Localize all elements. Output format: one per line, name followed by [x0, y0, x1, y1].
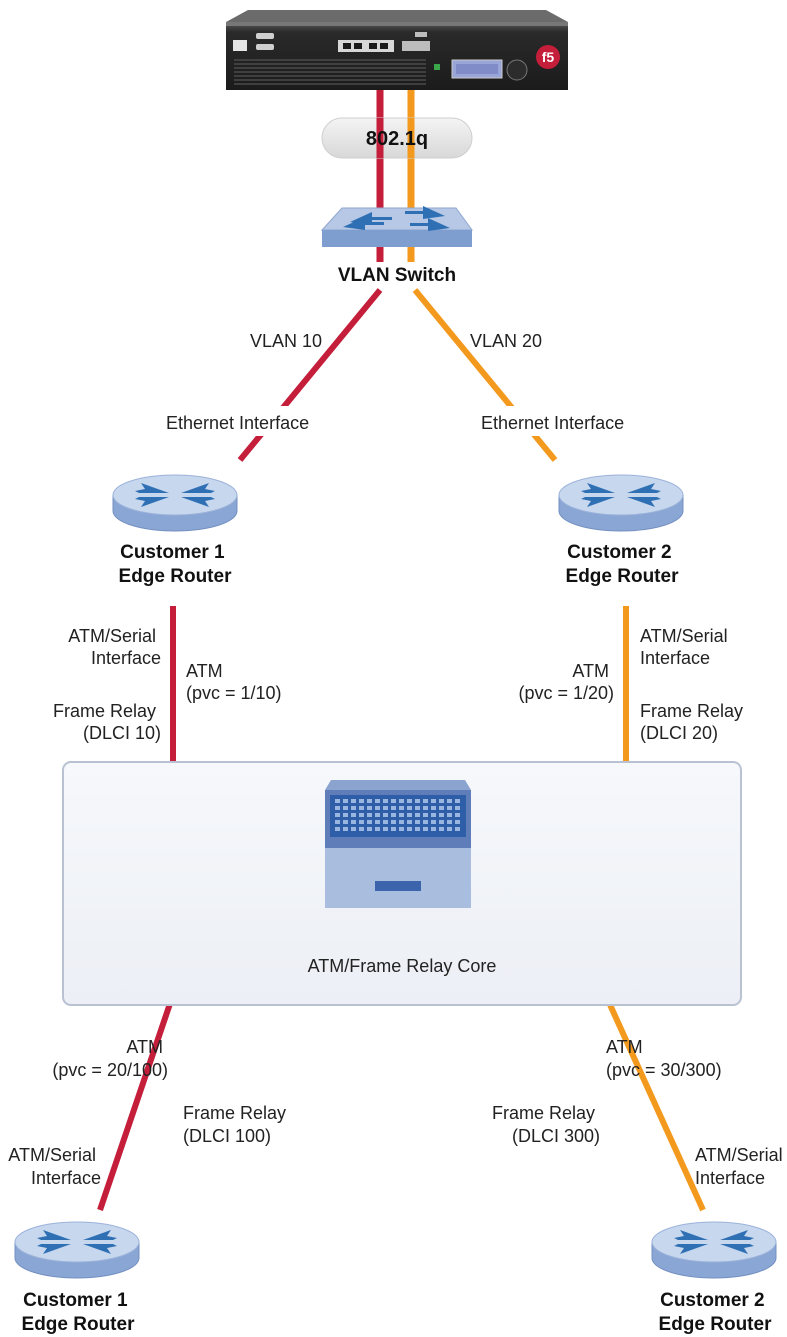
- c2-bottom-fr-label: Frame Relay (DLCI 300): [492, 1103, 600, 1146]
- router-c1-top-name: Customer 1 Edge Router: [119, 542, 233, 587]
- trunk-pill: 802.1q: [321, 117, 473, 159]
- eth-iface-right-label: Ethernet Interface: [481, 413, 624, 433]
- c2-top-fr-label: Frame Relay (DLCI 20): [640, 701, 748, 743]
- c2-bottom-atm-label: ATM (pvc = 30/300): [606, 1037, 722, 1080]
- router-c2-bottom-icon: [651, 1221, 777, 1279]
- router-labels: Customer 1 Edge Router Customer 2 Edge R…: [22, 542, 773, 1335]
- c2-bottom-iface-label: ATM/Serial Interface: [695, 1145, 787, 1188]
- c1-bottom-iface-label: ATM/Serial Interface: [8, 1145, 101, 1188]
- core-label: ATM/Frame Relay Core: [308, 956, 497, 976]
- router-c1-top-icon: [112, 474, 238, 532]
- c1-top-fr-label: Frame Relay (DLCI 10): [53, 701, 161, 743]
- c1-top-iface-label: ATM/Serial Interface: [68, 626, 161, 668]
- vlan-switch-label: VLAN Switch: [338, 265, 456, 286]
- trunk-label: 802.1q: [366, 128, 428, 150]
- router-c2-top-name: Customer 2 Edge Router: [566, 542, 680, 587]
- c1-bottom-fr-label: Frame Relay (DLCI 100): [183, 1103, 291, 1146]
- f5-appliance: f5: [226, 10, 568, 90]
- vlan10-label: VLAN 10: [250, 331, 322, 351]
- c2-top-iface-label: ATM/Serial Interface: [640, 626, 733, 668]
- router-c1-bottom-icon: [14, 1221, 140, 1279]
- c1-top-atm-label: ATM (pvc = 1/10): [186, 661, 282, 703]
- eth-iface-left-label: Ethernet Interface: [166, 413, 309, 433]
- c2-top-atm-label: ATM (pvc = 1/20): [518, 661, 614, 703]
- c1-bottom-atm-label: ATM (pvc = 20/100): [52, 1037, 168, 1080]
- router-c2-top-icon: [558, 474, 684, 532]
- router-c2-bottom-name: Customer 2 Edge Router: [659, 1290, 773, 1335]
- link-labels: ATM/Serial Interface ATM (pvc = 1/10) Fr…: [8, 626, 787, 1188]
- vlan-switch-icon: [320, 206, 473, 247]
- vlan20-label: VLAN 20: [470, 331, 542, 351]
- router-c1-bottom-name: Customer 1 Edge Router: [22, 1290, 136, 1335]
- f5-logo: f5: [542, 49, 555, 65]
- core-switch-icon: [325, 780, 471, 908]
